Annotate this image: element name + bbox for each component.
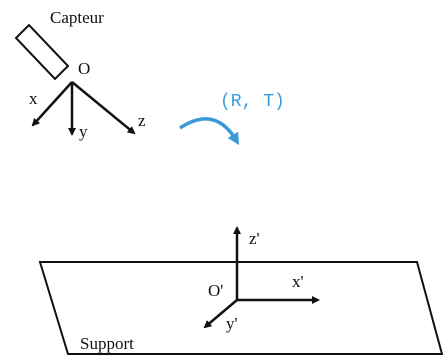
support-plane [38,261,443,355]
sensor-axis-z-arrow [71,81,136,135]
transform-label: (R, T) [220,92,285,112]
sensor-frame [31,81,136,136]
sensor-axis-y-label: y [79,122,88,141]
support-origin-label: O' [208,281,223,300]
support-label: Support [80,334,134,353]
support-frame [203,226,320,329]
sensor-axis-x-arrow [31,81,73,127]
support-axis-y-label: y' [226,314,238,333]
transform-curved-arrow [179,117,240,146]
support-axis-z-label: z' [249,229,260,248]
support-axis-y-arrow [203,299,238,329]
sensor-origin-label: O [78,59,90,78]
sensor-label: Capteur [50,8,104,27]
sensor-axis-z-label: z [138,111,146,130]
sensor-body [14,23,70,81]
support-axis-x-label: x' [292,272,304,291]
sensor-axis-x-label: x [29,89,38,108]
